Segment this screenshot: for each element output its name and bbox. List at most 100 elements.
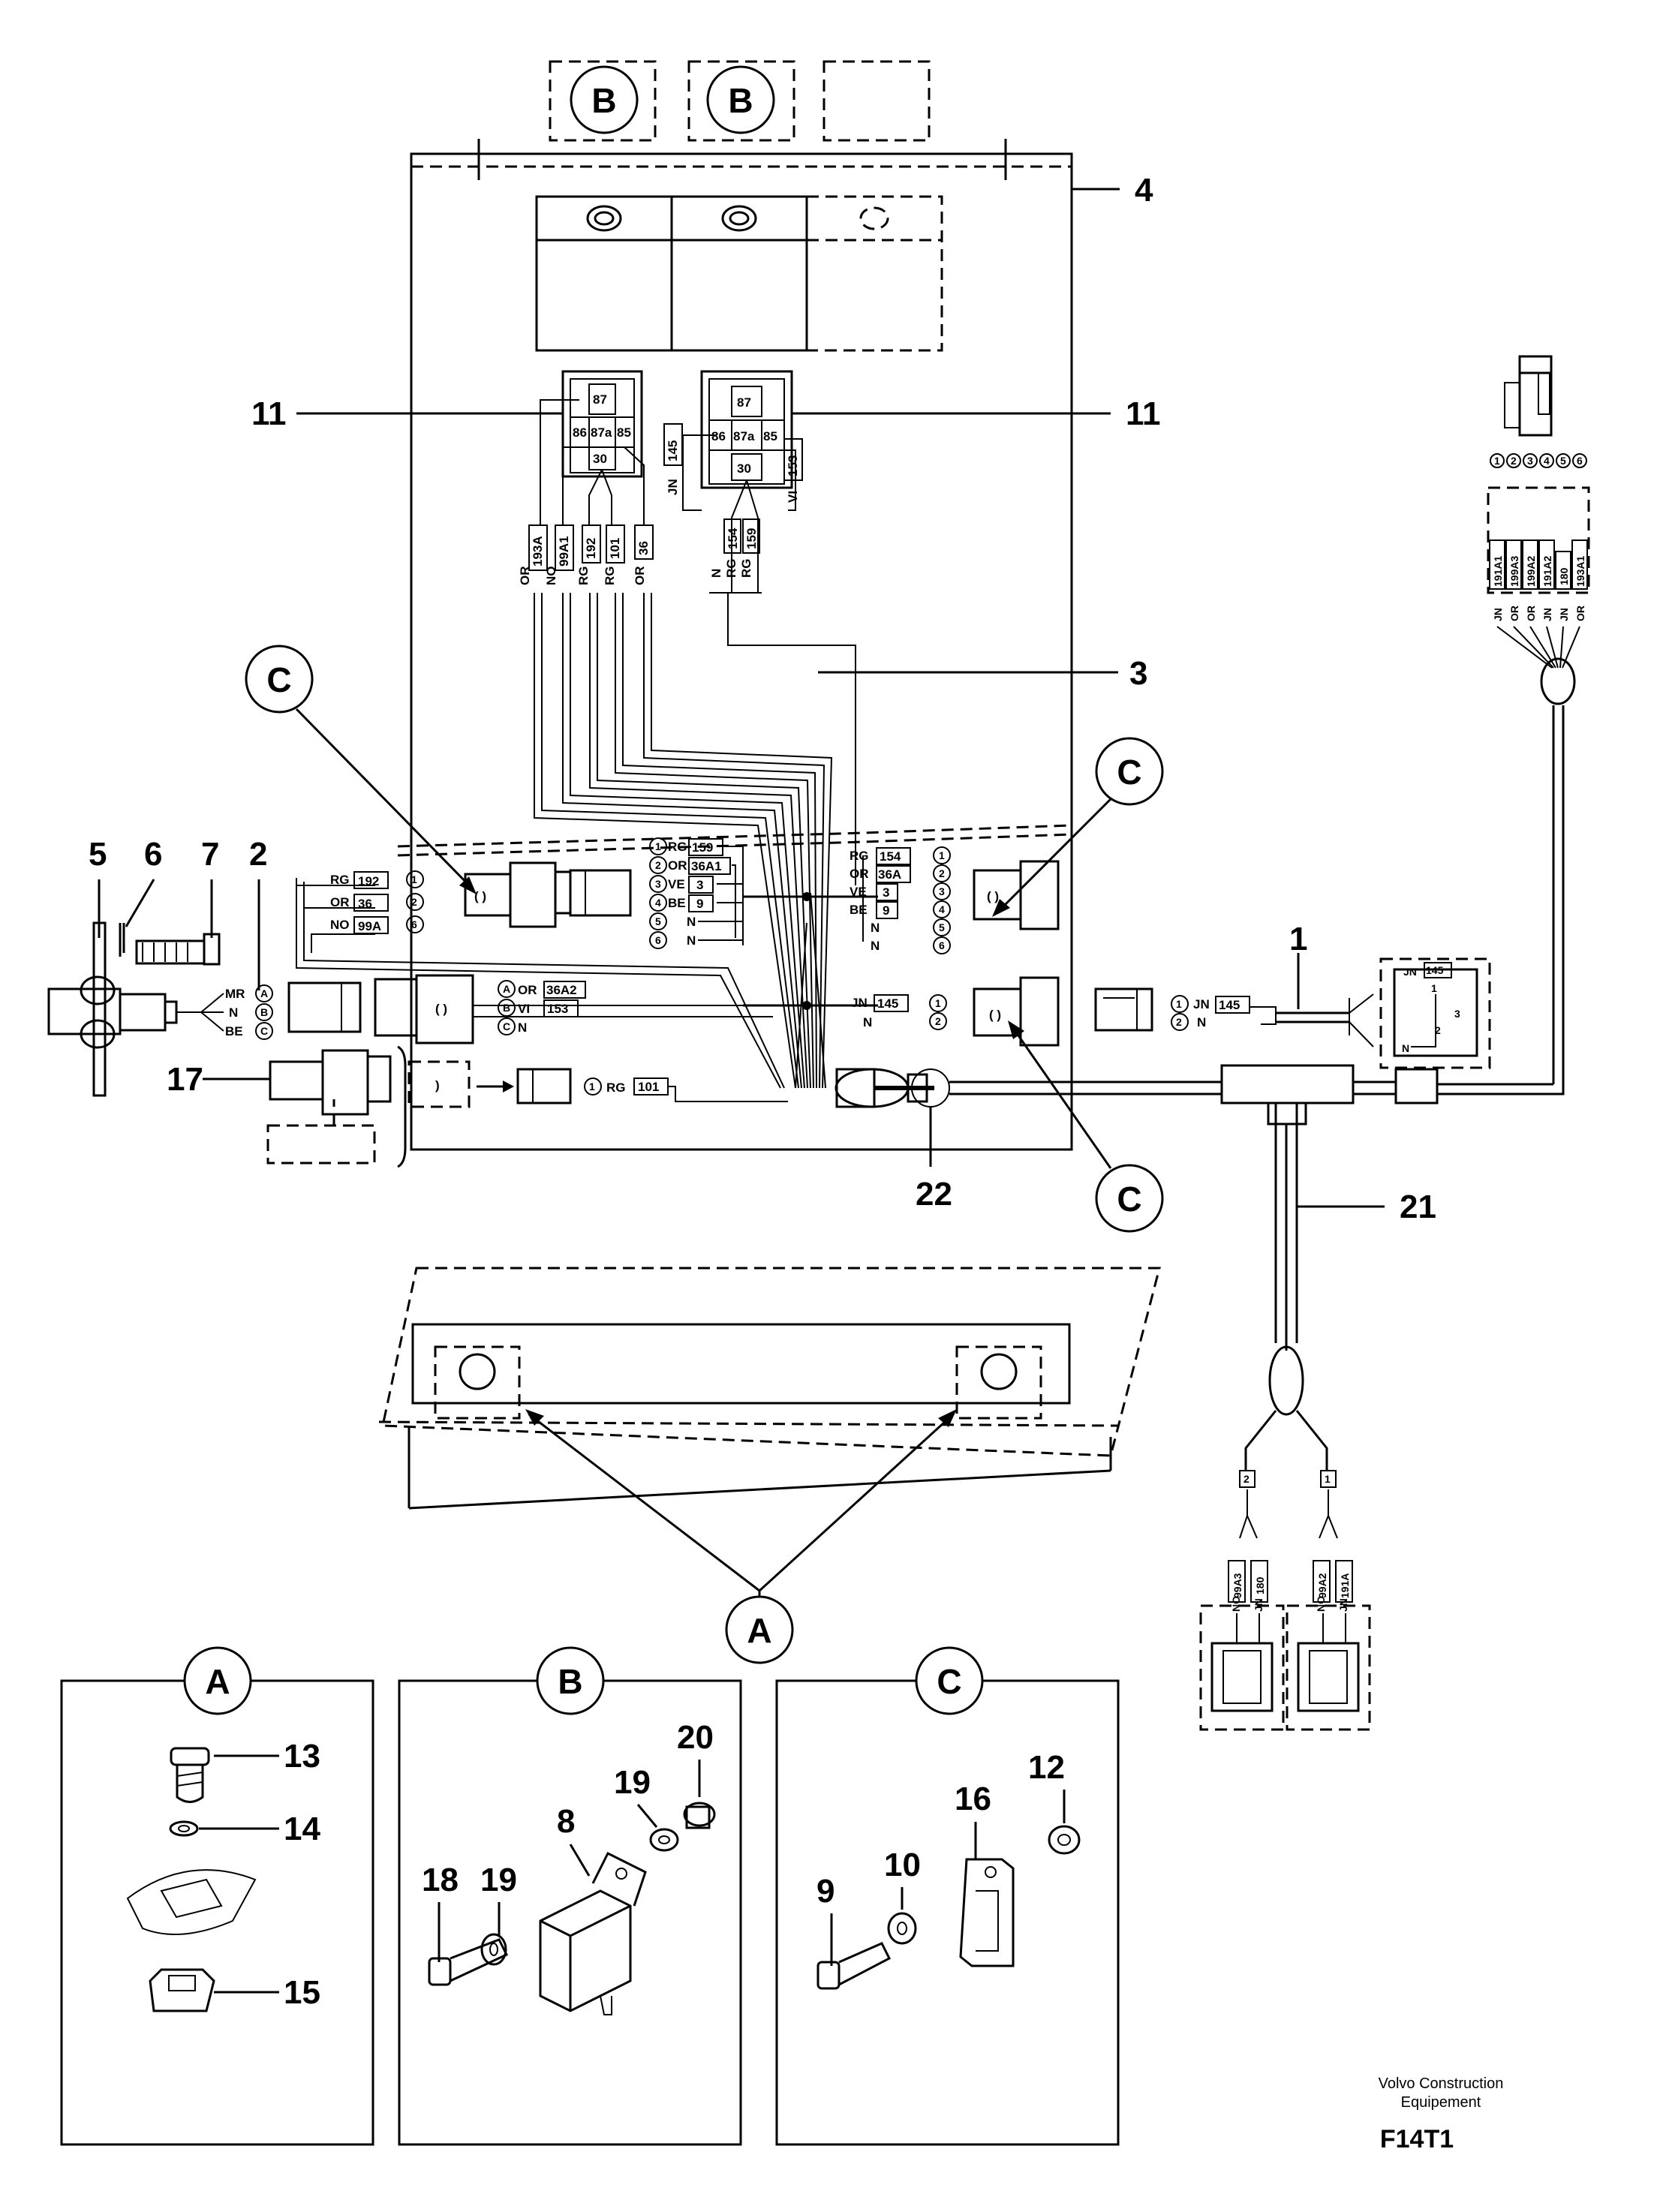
detail-c-ref-2: C	[1117, 753, 1141, 792]
relay-left: 87 86 87a 85 30 11 OR 193A NO 99A1	[251, 370, 654, 586]
wire-mid-n-6: N	[687, 933, 696, 948]
branch-tag-1: 1	[1325, 1473, 1331, 1485]
connector-item-1: 1 2 JN N 145 1 145 JN N 1 3 2	[1171, 921, 1491, 1069]
wire-left-or-2: OR	[633, 567, 647, 586]
callout-22: 22	[916, 1176, 952, 1213]
callout-21: 21	[1400, 1189, 1436, 1225]
wire-191a: 191A	[1339, 1573, 1351, 1598]
wire-item1-n-bot: N	[1402, 1042, 1409, 1054]
pin-mid-3: 3	[655, 878, 661, 890]
wire-right-rg-2: RG	[739, 559, 753, 579]
relay-left-pin-86: 86	[573, 425, 587, 440]
detail-c-ref-1: C	[266, 660, 291, 699]
wire-193a1: 193A1	[1574, 556, 1586, 587]
wire-tr-or-1: OR	[1508, 606, 1520, 621]
wire-193a: 193A	[531, 536, 545, 567]
pin-mid-6: 6	[655, 934, 661, 946]
wire-36a2: 36A2	[546, 983, 577, 997]
wire-item1-145: 145	[1219, 998, 1240, 1012]
wire-r-ve: VE	[850, 885, 867, 899]
relay-right-pin-87a: 87a	[733, 429, 755, 443]
wire-145-n: N	[863, 1015, 872, 1029]
wire-right-jn: JN	[666, 479, 680, 495]
wire-mid-rg: RG	[668, 840, 687, 854]
branch-tag-2: 2	[1243, 1473, 1250, 1485]
wire-192: 192	[584, 538, 598, 559]
wire-mid-9: 9	[696, 897, 703, 911]
connector-lower-pair: NO 99A3 JN 180 NO 99A2 JN 191A	[1199, 1560, 1371, 1731]
wire-145-relay: 145	[666, 440, 680, 461]
callout-15: 15	[284, 1974, 320, 2011]
callout-9: 9	[816, 1873, 835, 1910]
wire-sensor-mr: MR	[225, 987, 245, 1001]
wire-mid-159: 159	[692, 840, 713, 855]
pin-table-middle: 1 RG 159 2 OR 36A1 3 VE 3 4 BE 9 5 N 6 N	[649, 837, 744, 949]
wire-145-jn: JN	[851, 996, 868, 1010]
wire-r-be: BE	[850, 903, 868, 917]
wire-101-lower: 101	[638, 1080, 659, 1094]
pin-tr-3: 3	[1527, 455, 1533, 467]
pin-mid-4: 4	[655, 897, 661, 909]
pin-sensor-a: A	[260, 987, 268, 999]
wire-tr-jn-3: JN	[1558, 608, 1570, 621]
detail-b-ref-2: B	[728, 81, 753, 120]
wire-r-rg: RG	[850, 849, 869, 863]
connector-top-right: 1 2 3 4 5 6 191A1 199A3 199A2 191A2 180 …	[1487, 355, 1590, 669]
wire-mid-n-5: N	[687, 915, 696, 929]
wire-153-lower: 153	[547, 1002, 568, 1016]
callout-19-upper: 19	[614, 1764, 651, 1801]
wire-sensor-be: BE	[225, 1024, 243, 1038]
wire-r-154: 154	[880, 849, 901, 864]
wire-lp-no-1: NO	[1230, 1596, 1242, 1612]
wire-n-c: N	[518, 1020, 527, 1035]
wire-conn-no: NO	[330, 918, 350, 932]
pin-mid-5: 5	[655, 915, 661, 927]
pin-r-4: 4	[939, 903, 945, 915]
pin-item1-inner-2: 2	[1435, 1024, 1441, 1036]
wire-conn-rg: RG	[330, 873, 350, 887]
pin-mid-2: 2	[655, 859, 661, 871]
pin-r-3: 3	[939, 885, 945, 897]
detail-c-refs: C C C	[245, 645, 1164, 1233]
wire-sensor-n: N	[229, 1005, 238, 1020]
callout-17: 17	[167, 1061, 203, 1098]
wire-159: 159	[744, 528, 759, 549]
wire-conn-or: OR	[330, 895, 350, 909]
wire-r-3: 3	[883, 885, 889, 900]
connector-sensor-row: JN 145 1 N 2 ( )	[743, 976, 1153, 1047]
pin-r-1: 1	[939, 849, 945, 861]
proximity-sensor: 5 6 7 2	[47, 836, 267, 1097]
relay-right-pin-85: 85	[763, 429, 777, 443]
detail-a-ref: A	[747, 1611, 771, 1650]
wire-191a1: 191A1	[1492, 556, 1504, 587]
relay-right: 87 86 87a 85 30 11 145 JN 153 VI 15	[663, 370, 1161, 885]
pin-tr-1: 1	[1494, 455, 1500, 467]
bracket-view: A	[378, 1267, 1161, 1664]
wire-left-rg-1: RG	[576, 567, 591, 586]
pin-item1-1: 1	[1176, 998, 1182, 1010]
callout-18: 18	[422, 1862, 459, 1898]
callout-11-left: 11	[251, 395, 287, 432]
detail-box-c: C 12 16 10 9	[775, 1646, 1120, 2146]
pin-item1-inner-1: 1	[1431, 982, 1437, 994]
wire-145-mid: 145	[877, 996, 898, 1011]
detail-c-title: C	[937, 1662, 961, 1701]
callout-7: 7	[201, 836, 219, 873]
wire-mid-be: BE	[668, 896, 686, 910]
drawing-code: F14T1	[1380, 2125, 1454, 2153]
wire-r-36a: 36A	[878, 867, 901, 882]
wire-tr-jn-2: JN	[1541, 608, 1553, 621]
relay-right-pin-87: 87	[737, 395, 751, 410]
wire-mid-36a1: 36A1	[691, 859, 722, 873]
detail-a-title: A	[205, 1662, 230, 1701]
callout-20: 20	[677, 1719, 714, 1756]
wire-36a2-or: OR	[518, 983, 537, 997]
pin-36a2-a: A	[503, 983, 510, 995]
brand-line-1: Volvo Construction	[1379, 2075, 1504, 2092]
wire-180-lower: 180	[1254, 1576, 1266, 1594]
wire-199a2: 199A2	[1525, 556, 1537, 587]
svg-text:( ): ( )	[474, 889, 486, 903]
callout-1: 1	[1289, 921, 1307, 957]
wire-left-or: OR	[518, 567, 532, 586]
wire-conn-192: 192	[358, 874, 379, 888]
